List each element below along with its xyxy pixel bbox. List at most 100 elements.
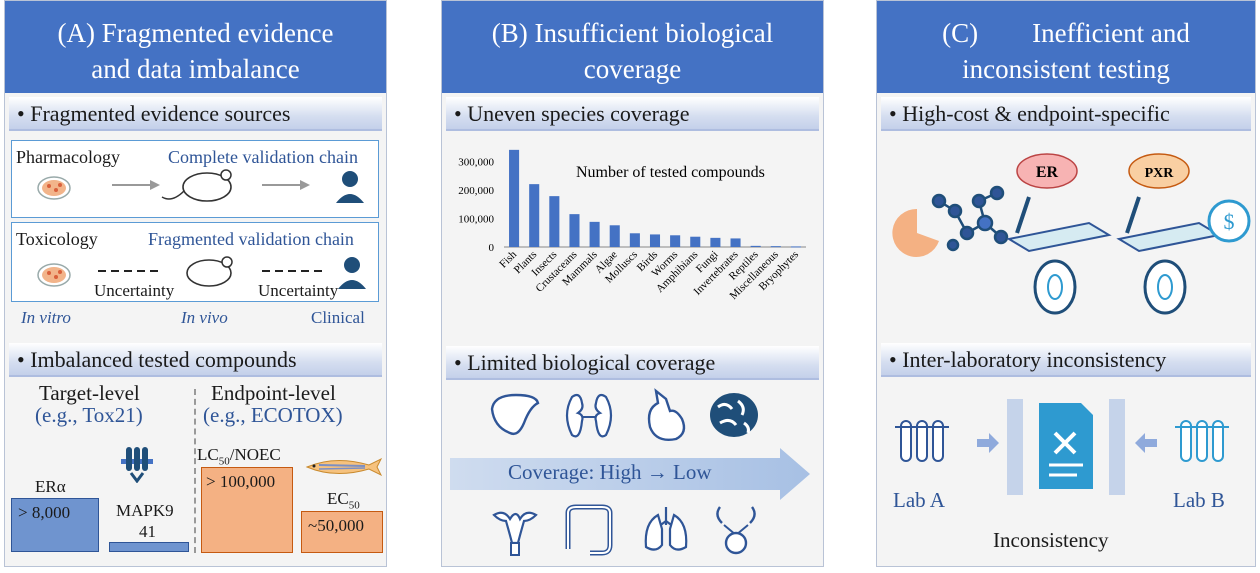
bar-fish xyxy=(509,149,520,247)
clinical-label: Clinical xyxy=(311,308,365,327)
liver-icon xyxy=(490,393,540,436)
ec50-value: ~50,000 xyxy=(308,516,364,535)
petri-dish-icon xyxy=(37,263,71,287)
panel-c-title: (C) Inefficient and inconsistent testing xyxy=(877,1,1255,93)
target-level-label: Target-level xyxy=(39,381,140,405)
doctor-icon xyxy=(338,257,366,289)
lab-b-label: Lab B xyxy=(1173,488,1225,512)
lab-a-label: Lab A xyxy=(893,488,945,512)
result-strip-right xyxy=(1109,399,1125,495)
toxicology-chain-icons xyxy=(37,256,366,289)
bar-crustaceans xyxy=(569,214,580,247)
complete-chain-label: Complete validation chain xyxy=(168,147,358,167)
ec50-bar: ~50,000 xyxy=(301,511,383,553)
arrow-left-icon xyxy=(1135,433,1157,453)
bar-reptiles xyxy=(750,245,761,247)
divider-line xyxy=(194,389,196,553)
arrow-icon xyxy=(112,180,160,190)
kidney-icon xyxy=(565,393,613,438)
panel-c-title-line2: inconsistent testing xyxy=(962,54,1170,84)
coverage-label: Coverage: High → Low xyxy=(508,460,712,484)
lungs-icon xyxy=(644,507,688,551)
bladder-icon xyxy=(716,506,756,555)
era-bar: > 8,000 xyxy=(11,498,99,552)
mouse-icon xyxy=(161,169,232,202)
era-label: ERα xyxy=(35,477,66,496)
panel-c-sub1: • High-cost & endpoint-specific xyxy=(881,97,1251,131)
chart-title: Number of tested compounds xyxy=(576,164,765,181)
lc50-value: > 100,000 xyxy=(206,472,276,491)
lc50-bar: > 100,000 xyxy=(201,467,293,553)
test-tubes-icon-b xyxy=(1175,420,1229,462)
mapk9-label: MAPK9 xyxy=(116,501,174,520)
fragmented-chain-label: Fragmented validation chain xyxy=(148,229,354,249)
result-strip-left xyxy=(1007,399,1023,495)
bar-birds xyxy=(649,234,661,247)
receptor-icon xyxy=(121,447,153,483)
panel-c-sub2: • Inter-laboratory inconsistency xyxy=(881,343,1251,377)
panel-b-title: (B) Insufficient biological coverage xyxy=(442,1,823,93)
dollar-icon: $ xyxy=(1207,199,1251,243)
zebrafish-icon xyxy=(305,457,383,477)
y-tick-label: 200,000 xyxy=(458,185,494,197)
uncertainty-label-1: Uncertainty xyxy=(94,281,175,300)
endpoint-eg-label: (e.g., ECOTOX) xyxy=(203,403,343,427)
uncertainty-label-2: Uncertainty xyxy=(258,281,339,300)
bacterium-icon-1 xyxy=(1033,259,1077,315)
y-tick-label: 300,000 xyxy=(458,156,494,168)
inconsistency-label: Inconsistency xyxy=(993,528,1109,552)
bar-bryophytes xyxy=(790,246,801,248)
panel-c-title-line1: (C) Inefficient and xyxy=(942,18,1190,48)
bar-fungi xyxy=(710,237,721,247)
well-plate-icon-pxr xyxy=(1116,196,1222,253)
lc50-label: LC50/NOEC xyxy=(197,445,281,468)
doctor-icon xyxy=(336,171,364,203)
panel-b-title-line1: (B) Insufficient biological xyxy=(491,18,774,48)
pharmacology-chain-icons xyxy=(37,169,364,203)
endpoint-level-label: Endpoint-level xyxy=(211,381,336,405)
era-value: > 8,000 xyxy=(18,503,71,522)
panel-b-sub2: • Limited biological coverage xyxy=(446,346,819,380)
panel-a-title-line2: and data imbalance xyxy=(91,54,300,84)
panel-c: (C) Inefficient and inconsistent testing… xyxy=(876,0,1256,567)
panel-b-title-line2: coverage xyxy=(583,54,682,84)
mapk9-bar xyxy=(109,542,189,552)
bar-miscellaneous xyxy=(770,246,781,248)
ec50-label: EC50 xyxy=(327,489,360,512)
testing-illustration: ER PXR $ xyxy=(892,153,1251,315)
arrow-right-icon xyxy=(977,433,999,453)
bar-worms xyxy=(670,235,681,247)
svg-text:$: $ xyxy=(1224,209,1235,234)
document-icon xyxy=(1039,403,1093,489)
pxr-badge: PXR xyxy=(1128,153,1190,189)
brain-icon xyxy=(710,393,758,437)
test-tubes-icon-a xyxy=(895,420,949,462)
bar-algae xyxy=(609,225,620,247)
mapk9-value: 41 xyxy=(139,522,156,541)
molecule-icon xyxy=(931,185,1009,252)
arrow-icon xyxy=(262,180,310,190)
panel-a: (A) Fragmented evidence and data imbalan… xyxy=(4,0,387,567)
er-badge: ER xyxy=(1016,153,1078,189)
y-tick-label: 100,000 xyxy=(458,213,494,225)
petri-dish-icon xyxy=(37,176,71,200)
panel-a-sub1: • Fragmented evidence sources xyxy=(9,97,382,131)
bar-plants xyxy=(529,184,540,247)
panel-b: (B) Insufficient biological coverage • U… xyxy=(441,0,824,567)
toxicology-box: Toxicology Fragmented validation chain U… xyxy=(11,222,379,302)
pie-icon xyxy=(892,208,939,257)
bar-insects xyxy=(549,196,560,247)
bar-amphibians xyxy=(690,236,701,247)
bar-invertebrates xyxy=(730,238,741,247)
bacterium-icon-2 xyxy=(1143,259,1187,315)
pharmacology-label: Pharmacology xyxy=(16,147,120,167)
stomach-icon xyxy=(647,388,686,441)
y-tick-label: 0 xyxy=(489,242,495,254)
in-vitro-label: In vitro xyxy=(21,308,71,327)
panel-a-sub2: • Imbalanced tested compounds xyxy=(9,343,382,377)
bar-mammals xyxy=(589,221,600,247)
bar-molluscs xyxy=(629,233,640,247)
well-plate-icon-er xyxy=(1006,196,1112,253)
coverage-arrow xyxy=(450,448,810,500)
